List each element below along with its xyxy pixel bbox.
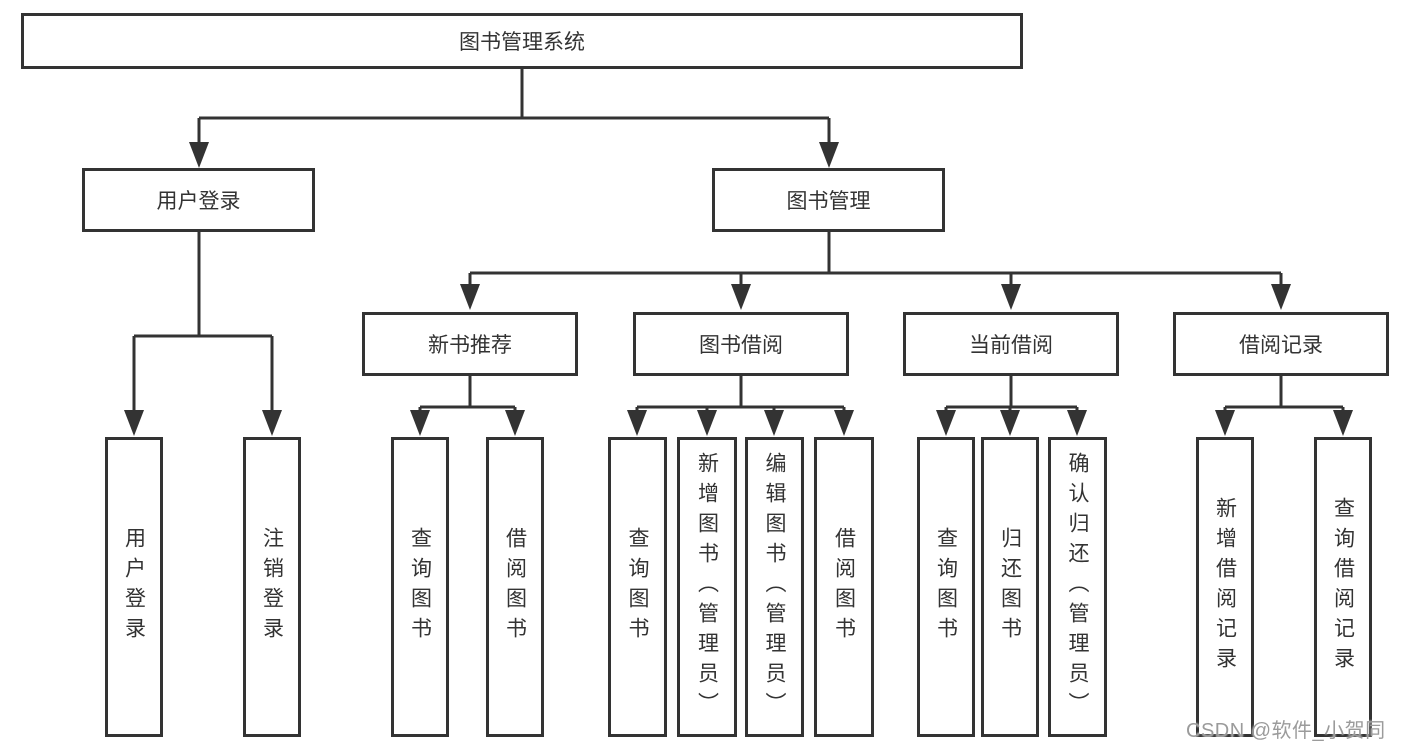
node-bb-edit-book: 编辑图书（管理员） <box>745 437 804 737</box>
node-book-mgmt: 图书管理 <box>712 168 945 232</box>
node-label: 查询图书 <box>408 527 432 647</box>
arrow-down-icon <box>1001 284 1021 310</box>
node-bb-query-book: 查询图书 <box>608 437 667 737</box>
node-label: 查询图书 <box>934 527 958 647</box>
node-root: 图书管理系统 <box>21 13 1023 69</box>
arrow-down-icon <box>1000 410 1020 436</box>
node-label: 新增借阅记录 <box>1213 497 1237 677</box>
node-cb-query-book: 查询图书 <box>917 437 975 737</box>
arrow-down-icon <box>189 142 209 168</box>
arrow-down-icon <box>697 410 717 436</box>
node-label: 查询借阅记录 <box>1331 497 1355 677</box>
connector-borrow-records-children <box>1223 376 1345 413</box>
node-br-query-record: 查询借阅记录 <box>1314 437 1372 737</box>
arrow-down-icon <box>1333 410 1353 436</box>
connector-current-borrow-children <box>944 376 1079 413</box>
connector-new-book-rec-children <box>418 376 517 413</box>
node-label: 注销登录 <box>260 527 284 647</box>
connector-line <box>197 69 831 147</box>
connector-line <box>635 376 846 413</box>
node-nbr-query-book: 查询图书 <box>391 437 449 737</box>
connector-line <box>132 232 274 415</box>
arrow-down-icon <box>505 410 525 436</box>
connector-book-mgmt-children <box>468 232 1283 289</box>
node-borrow-records: 借阅记录 <box>1173 312 1389 376</box>
connector-line <box>468 232 1283 289</box>
node-book-borrow: 图书借阅 <box>633 312 849 376</box>
node-ul-logout: 注销登录 <box>243 437 301 737</box>
watermark: CSDN @软件_小贺同学 <box>1186 720 1386 742</box>
arrow-down-icon <box>731 284 751 310</box>
arrow-down-icon <box>1067 410 1087 436</box>
arrow-down-icon <box>1271 284 1291 310</box>
node-cb-confirm-return: 确认归还（管理员） <box>1048 437 1107 737</box>
connector-line <box>418 376 517 413</box>
node-ul-login: 用户登录 <box>105 437 163 737</box>
node-bb-borrow-book: 借阅图书 <box>814 437 874 737</box>
node-label: 查询图书 <box>626 527 650 647</box>
arrow-down-icon <box>834 410 854 436</box>
connector-line <box>944 376 1079 413</box>
arrow-down-icon <box>1215 410 1235 436</box>
arrow-down-icon <box>262 410 282 436</box>
node-label: 借阅图书 <box>503 527 527 647</box>
node-user-login: 用户登录 <box>82 168 315 232</box>
connector-user-login-children <box>132 232 274 415</box>
node-label: 借阅图书 <box>832 527 856 647</box>
connector-line <box>1223 376 1345 413</box>
node-current-borrow: 当前借阅 <box>903 312 1119 376</box>
node-label: 用户登录 <box>122 527 146 647</box>
connector-book-borrow-children <box>635 376 846 413</box>
node-label: 确认归还（管理员） <box>1066 452 1090 722</box>
node-nbr-borrow-book: 借阅图书 <box>486 437 544 737</box>
node-br-add-record: 新增借阅记录 <box>1196 437 1254 737</box>
node-bb-add-book: 新增图书（管理员） <box>677 437 737 737</box>
node-label: 编辑图书（管理员） <box>763 452 787 722</box>
node-label: 新增图书（管理员） <box>695 452 719 722</box>
node-new-book-rec: 新书推荐 <box>362 312 578 376</box>
arrow-down-icon <box>410 410 430 436</box>
arrow-down-icon <box>936 410 956 436</box>
node-label: 归还图书 <box>998 527 1022 647</box>
arrow-down-icon <box>124 410 144 436</box>
arrow-down-icon <box>764 410 784 436</box>
connector-root-to-level2 <box>197 69 831 147</box>
node-cb-return-book: 归还图书 <box>981 437 1039 737</box>
arrow-down-icon <box>460 284 480 310</box>
arrow-down-icon <box>627 410 647 436</box>
arrow-down-icon <box>819 142 839 168</box>
